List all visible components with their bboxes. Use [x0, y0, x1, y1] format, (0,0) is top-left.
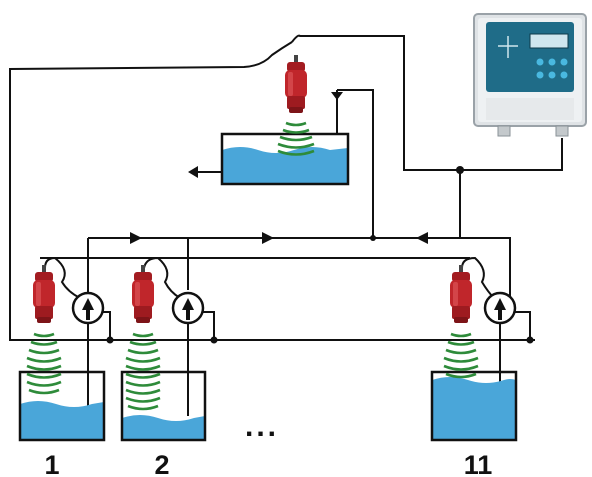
ultrasonic-sensor-icon [132, 265, 154, 323]
left-signal-line [9, 41, 293, 341]
flow-arrow-icon [188, 166, 198, 178]
sensor-2-cable [143, 256, 181, 299]
tank-water [20, 401, 104, 440]
pump-2-side [202, 311, 215, 340]
junction-dot [526, 336, 534, 344]
flow-arrow-icon [331, 92, 343, 100]
ultrasonic-sensor-icon [33, 265, 55, 323]
sensor-1-cable [44, 256, 81, 299]
controller-panel [486, 22, 574, 92]
upper-tank-loop [337, 89, 374, 238]
controller-down-line [460, 138, 563, 171]
pump-11-side [514, 311, 531, 340]
junction-dot [456, 166, 464, 174]
ultrasonic-wave-icon [125, 332, 161, 411]
ultrasonic-wave-icon [443, 332, 479, 379]
ultrasonic-sensor-icon [450, 265, 472, 323]
pump-icon [71, 291, 105, 325]
tank-1: 1 [18, 265, 106, 477]
tank-label: 11 [464, 450, 493, 477]
tank-outline [18, 370, 106, 442]
flow-arrow-icon [130, 232, 142, 244]
cable-gland [497, 125, 511, 137]
ultrasonic-wave-icon [26, 332, 62, 395]
tank-2: 2 [120, 265, 207, 477]
tank-outline [430, 370, 518, 442]
tank-water [122, 415, 205, 440]
flow-arrows [130, 92, 428, 244]
tank-outline [220, 132, 350, 186]
tank-label: 2 [154, 450, 169, 477]
controller-display [529, 33, 569, 49]
flow-arrow-icon [262, 232, 274, 244]
pump-icon [483, 291, 517, 325]
top-controller-line [291, 34, 461, 238]
tank-water [432, 377, 516, 440]
reference-tank [220, 55, 350, 186]
flow-arrow-icon [416, 232, 428, 244]
junction-dot [210, 336, 218, 344]
ultrasonic-wave-icon [277, 121, 315, 156]
junction-dot [370, 235, 376, 241]
tank-label: 1 [44, 450, 59, 477]
tank-water [222, 147, 348, 184]
junction-dots [106, 166, 534, 344]
sensor-11-cable [461, 256, 495, 299]
controller-buttons [536, 58, 568, 79]
tank-11: 11 [430, 265, 518, 477]
pump-icon [171, 291, 205, 325]
controller-unit [473, 13, 587, 137]
ultrasonic-sensor-icon [285, 55, 307, 113]
cable-gland [555, 125, 569, 137]
ellipsis-label: ... [245, 410, 279, 443]
flow-header-line [88, 237, 511, 312]
tank-outline [120, 370, 207, 442]
junction-dot [106, 336, 114, 344]
